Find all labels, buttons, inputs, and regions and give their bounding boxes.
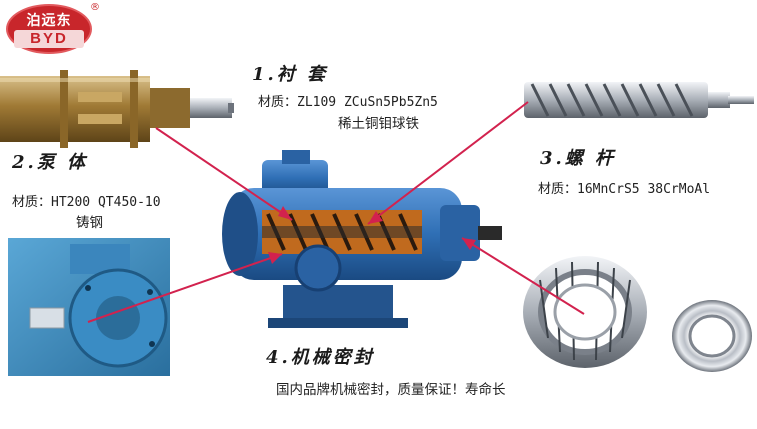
logo-abbreviation: BYD [30, 30, 68, 47]
bushing-material: 材质：ZL109 ZCuSn5Pb5Zn5 [258, 95, 438, 110]
screw-heading: 3.螺 杆 [540, 148, 617, 169]
mechanical-seal-arrow [461, 237, 585, 315]
screw-arrow [367, 101, 529, 225]
mechanical-seal-heading: 4.机械密封 [266, 347, 375, 368]
mechanical-seal-note: 国内品牌机械密封，质量保证！寿命长 [276, 382, 506, 398]
pump-body-heading: 2.泵 体 [12, 152, 89, 173]
pump-body-photo [8, 238, 170, 376]
bushing-material-extra: 稀土铜钼球铁 [338, 116, 419, 132]
pump-body-arrowhead [268, 252, 282, 264]
registered-mark: ® [90, 2, 100, 13]
bushing-image [0, 70, 234, 148]
bushing-arrowhead [278, 206, 292, 220]
callout-arrows [87, 101, 585, 323]
mechanical-seal-arrowhead [462, 238, 476, 250]
screw-material: 材质：16MnCrS5 38CrMoAl [538, 182, 711, 197]
brand-logo: 泊远东 BYD ® [6, 2, 100, 56]
logo-chinese-name: 泊远东 [26, 13, 72, 29]
pump-body-material-extra: 铸钢 [76, 215, 103, 231]
bushing-arrow [155, 127, 293, 221]
screw-image [524, 82, 754, 118]
screw-arrowhead [368, 211, 383, 224]
pump-cutaway [222, 150, 502, 328]
pump-body-material: 材质：HT200 QT450-10 [12, 195, 161, 210]
mechanical-seal-image [523, 256, 752, 372]
bushing-heading: 1.衬 套 [252, 64, 329, 85]
logo-band [14, 30, 84, 48]
pump-body-arrow [87, 253, 283, 323]
